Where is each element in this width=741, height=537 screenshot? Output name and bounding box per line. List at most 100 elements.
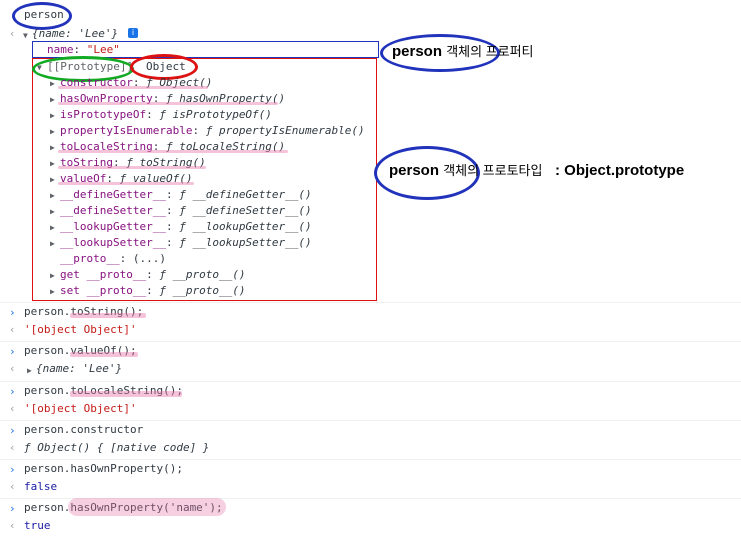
property-annotation: person 객체의 프로퍼티: [392, 41, 534, 60]
console-input-row: person: [0, 0, 741, 24]
expand-arrow-icon[interactable]: ▼: [23, 31, 28, 40]
member-key: toLocaleString: [60, 140, 153, 153]
console-result-5: false: [24, 480, 58, 493]
member-key: toString: [60, 156, 113, 169]
member-expand-arrow-icon[interactable]: ▶: [50, 207, 55, 216]
member-expand-arrow-icon[interactable]: ▶: [50, 111, 55, 120]
member-value: ƒ __lookupGetter__(): [179, 220, 312, 233]
member-separator: :: [165, 220, 180, 233]
prototype-member[interactable]: __proto__: (...): [60, 252, 166, 265]
member-value: ƒ isPrototypeOf(): [159, 108, 272, 121]
result-arrow-icon: ‹: [9, 441, 16, 454]
member-expand-arrow-icon[interactable]: ▶: [50, 127, 55, 136]
pink-underline: [68, 498, 226, 516]
member-expand-arrow-icon[interactable]: ▶: [50, 191, 55, 200]
prototype-annotation: person 객체의 프로토타입 : Object.prototype: [389, 160, 684, 179]
member-value: ƒ __lookupSetter__(): [179, 236, 312, 249]
member-expand-arrow-icon[interactable]: ▶: [50, 159, 55, 168]
name-value: "Lee": [86, 43, 120, 56]
member-separator: :: [112, 156, 127, 169]
console-result-4: ƒ Object() { [native code] }: [24, 441, 210, 454]
console-result-row-5: ‹ false: [0, 478, 741, 496]
member-separator: :: [152, 92, 166, 105]
console-row-3: › person.toLocaleString();: [0, 381, 741, 400]
prototype-member[interactable]: get __proto__: ƒ __proto__(): [60, 268, 245, 281]
prototype-member[interactable]: __lookupGetter__: ƒ __lookupGetter__(): [60, 220, 312, 233]
prototype-member[interactable]: valueOf: ƒ valueOf(): [60, 172, 192, 185]
info-icon[interactable]: i: [128, 28, 138, 38]
member-expand-arrow-icon[interactable]: ▶: [50, 143, 55, 152]
prototype-member[interactable]: __lookupSetter__: ƒ __lookupSetter__(): [60, 236, 312, 249]
member-value: ƒ toString(): [126, 156, 206, 169]
member-separator: :: [146, 108, 160, 121]
member-key: valueOf: [60, 172, 107, 185]
member-separator: :: [106, 172, 120, 185]
prompt-icon: ›: [9, 424, 16, 437]
console-result-3: '[object Object]': [24, 402, 137, 415]
pink-underline: [58, 150, 288, 153]
prototype-member[interactable]: isPrototypeOf: ƒ isPrototypeOf(): [60, 108, 272, 121]
member-expand-arrow-icon[interactable]: ▶: [50, 287, 55, 296]
console-result-2[interactable]: {name: 'Lee'}: [36, 362, 123, 375]
member-value: (...): [132, 252, 166, 265]
object-summary[interactable]: {name: 'Lee'}: [32, 27, 119, 40]
prompt-icon: ›: [9, 463, 16, 476]
property-annotation-bold: person: [392, 43, 443, 60]
pink-underline: [58, 102, 278, 105]
prototype-annotation-colon: :: [555, 162, 560, 179]
member-expand-arrow-icon[interactable]: ▶: [50, 79, 55, 88]
member-value: ƒ propertyIsEnumerable(): [205, 124, 365, 137]
prototype-member[interactable]: __defineSetter__: ƒ __defineSetter__(): [60, 204, 312, 217]
member-value: ƒ hasOwnProperty(): [165, 92, 286, 105]
name-key: name: [47, 43, 74, 56]
console-result-1: '[object Object]': [24, 323, 137, 336]
member-separator: :: [119, 252, 133, 265]
member-expand-arrow-icon[interactable]: ▶: [50, 271, 55, 280]
expand-arrow-icon[interactable]: ▶: [27, 366, 32, 375]
member-key: __lookupSetter__: [60, 236, 166, 249]
name-property: name: "Lee": [47, 43, 120, 56]
prototype-member[interactable]: constructor: ƒ Object(): [60, 76, 212, 89]
member-separator: :: [146, 268, 160, 281]
prototype-value-ellipse: [130, 54, 198, 80]
member-separator: :: [192, 124, 206, 137]
console-result-row-4: ‹ ƒ Object() { [native code] }: [0, 439, 741, 457]
person-highlight-ellipse: [12, 2, 72, 30]
prototype-annotation-bold: person: [389, 162, 440, 179]
member-separator: :: [165, 236, 180, 249]
member-expand-arrow-icon[interactable]: ▶: [50, 239, 55, 248]
member-expand-arrow-icon[interactable]: ▶: [50, 223, 55, 232]
member-key: get __proto__: [60, 268, 147, 281]
pink-underline: [70, 352, 138, 357]
prompt-icon: ›: [9, 345, 16, 358]
console-result-row-1: ‹ '[object Object]': [0, 321, 741, 339]
console-command-2: person.valueOf();: [24, 344, 137, 357]
member-expand-arrow-icon[interactable]: ▶: [50, 175, 55, 184]
console-command-3: person.toLocaleString();: [24, 384, 183, 397]
console-row-6: › person.hasOwnProperty('name');: [0, 498, 741, 517]
console-row-5: › person.hasOwnProperty();: [0, 459, 741, 478]
pink-underline: [58, 166, 206, 169]
result-arrow-icon: ‹: [9, 362, 16, 375]
prompt-icon: ›: [9, 385, 16, 398]
prototype-member[interactable]: hasOwnProperty: ƒ hasOwnProperty(): [60, 92, 285, 105]
prototype-annotation-ellipse: [374, 146, 480, 200]
member-separator: :: [165, 204, 180, 217]
prototype-member[interactable]: propertyIsEnumerable: ƒ propertyIsEnumer…: [60, 124, 365, 137]
member-key: propertyIsEnumerable: [60, 124, 193, 137]
member-key: __defineSetter__: [60, 204, 166, 217]
pink-underline: [58, 86, 208, 89]
member-key: __proto__: [60, 252, 120, 265]
member-separator: :: [152, 140, 166, 153]
member-expand-arrow-icon[interactable]: ▶: [50, 95, 55, 104]
member-separator: :: [132, 76, 147, 89]
member-value: ƒ toLocaleString(): [165, 140, 286, 153]
prototype-annotation-kr: 객체의 프로토타입: [443, 163, 543, 178]
console-result-row-2: ‹ ▶ {name: 'Lee'}: [0, 360, 741, 378]
console-command-1: person.toString();: [24, 305, 144, 318]
result-arrow-icon: ‹: [9, 323, 16, 336]
prototype-member[interactable]: __defineGetter__: ƒ __defineGetter__(): [60, 188, 312, 201]
prototype-member[interactable]: set __proto__: ƒ __proto__(): [60, 284, 245, 297]
prototype-member[interactable]: toLocaleString: ƒ toLocaleString(): [60, 140, 285, 153]
prototype-member[interactable]: toString: ƒ toString(): [60, 156, 206, 169]
